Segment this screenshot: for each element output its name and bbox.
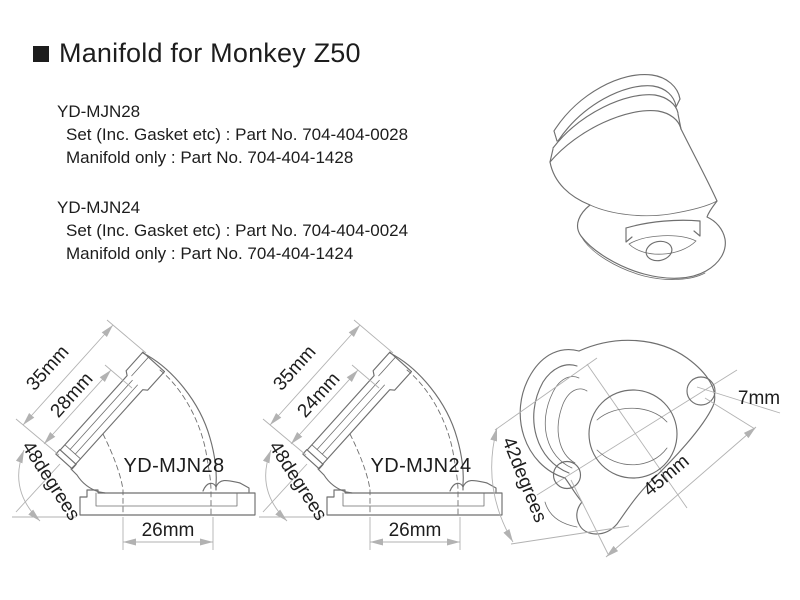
flange-outline: [519, 339, 716, 535]
extension-line: [106, 319, 147, 354]
angle-arc-48deg: [262, 449, 288, 522]
outline-path: [342, 492, 485, 507]
dimension-lines: [259, 319, 461, 550]
dim-label-angle: 48degrees: [17, 438, 84, 525]
outline-path: [557, 85, 677, 142]
dimension-lines: [12, 319, 214, 550]
base-flange-outline: [326, 489, 503, 516]
outline-path: [552, 94, 679, 149]
outline-path: [202, 479, 250, 493]
product-set-part-no: Set (Inc. Gasket etc) : Part No. 704-404…: [66, 221, 409, 240]
extension-line: [704, 397, 756, 430]
outline-path: [577, 200, 726, 279]
dim-label-base: 26mm: [142, 520, 195, 541]
outline-path: [95, 492, 238, 507]
outline-path: [680, 128, 718, 202]
dim-line-45mm: [605, 426, 757, 558]
angle-ref-line: [510, 525, 630, 545]
dim-label-angle: 48degrees: [264, 438, 331, 525]
center-line: [536, 369, 738, 496]
outline-path: [70, 463, 106, 494]
outline-path: [306, 449, 324, 465]
side-view-yd-mjn28: 35mm 28mm 48degrees 26mm YD-MJN28: [12, 319, 256, 550]
dimension-lines: [490, 357, 781, 558]
outline-path: [544, 501, 578, 528]
product-manifold-part-no: Manifold only : Part No. 704-404-1428: [66, 148, 354, 167]
side-view-yd-mjn24: 35mm 24mm 48degrees 26mm YD-MJN24: [259, 319, 503, 550]
iso-manifold-outline: [549, 73, 726, 280]
section-header: Manifold for Monkey Z50: [33, 38, 361, 69]
bolt-hole-outline: [645, 240, 673, 262]
outline-path: [317, 463, 353, 494]
leader-line-7mm: [696, 386, 781, 414]
outline-path: [589, 200, 718, 217]
outline-path: [580, 235, 706, 280]
iso-view-drawing: [549, 73, 726, 280]
dim-label-angle: 42degrees: [498, 434, 551, 525]
product-info-yd-mjn24: YD-MJN24 Set (Inc. Gasket etc) : Part No…: [57, 196, 408, 265]
outline-path: [557, 388, 588, 464]
page-title: Manifold for Monkey Z50: [59, 38, 361, 68]
model-label: YD-MJN28: [124, 455, 225, 477]
bolt-hole-top: [686, 376, 716, 406]
product-model: YD-MJN28: [57, 102, 141, 121]
dim-label-base: 26mm: [389, 520, 442, 541]
center-lines: [536, 363, 738, 509]
outline-path: [549, 98, 682, 163]
center-line: [586, 363, 688, 509]
angle-ref-line: [494, 357, 598, 431]
outline-path: [519, 349, 580, 479]
product-info-yd-mjn28: YD-MJN28 Set (Inc. Gasket etc) : Part No…: [57, 100, 408, 169]
outline-path: [553, 73, 681, 132]
outline-path: [142, 352, 217, 491]
hidden-line: [406, 369, 459, 515]
bore-inner-arc: [596, 407, 668, 423]
flange-view-drawing: 42degrees 7mm 45mm: [490, 339, 781, 558]
square-bullet-icon: [33, 45, 49, 62]
outline-path: [564, 339, 716, 535]
bolt-hole-bottom: [552, 460, 582, 490]
product-model: YD-MJN24: [57, 198, 141, 217]
outline-path: [311, 444, 328, 460]
product-set-part-no: Set (Inc. Gasket etc) : Part No. 704-404…: [66, 125, 409, 144]
outline-path: [533, 364, 578, 474]
dim-line-24mm: [290, 369, 359, 445]
outline-path: [389, 352, 464, 491]
outline-path: [549, 161, 591, 206]
outline-path: [59, 449, 77, 465]
outline-path: [64, 444, 81, 460]
angle-arc-42deg: [490, 427, 514, 543]
outline-path: [549, 109, 682, 163]
hidden-line: [102, 433, 124, 515]
outline-path: [625, 219, 701, 243]
extension-line: [353, 319, 394, 354]
product-manifold-part-no: Manifold only : Part No. 704-404-1424: [66, 244, 354, 263]
base-flange-outline: [79, 489, 256, 516]
outline-path: [628, 235, 697, 255]
outline-path: [449, 479, 497, 493]
model-label: YD-MJN24: [371, 455, 472, 477]
extension-line: [570, 479, 609, 555]
hidden-line: [349, 433, 371, 515]
angle-arc-48deg: [15, 449, 41, 522]
dim-label-hole: 7mm: [738, 388, 780, 409]
hidden-line: [159, 369, 212, 515]
dim-line-28mm: [43, 369, 112, 445]
